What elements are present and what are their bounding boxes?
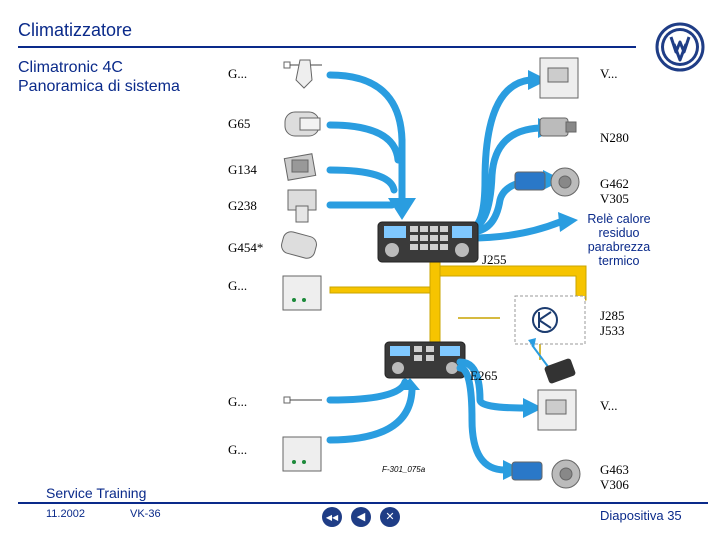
arrow-head-v-top bbox=[528, 70, 548, 90]
label-v-top: V... bbox=[600, 66, 618, 81]
volkswagen-logo bbox=[655, 22, 705, 72]
output-arrows-bottom bbox=[456, 358, 529, 474]
sensor-g-lower-icon bbox=[283, 396, 322, 404]
nav-first-button[interactable]: ◀◀ bbox=[322, 507, 342, 527]
page-title: Climatizzatore bbox=[18, 20, 133, 40]
back-icon: ◀ bbox=[356, 510, 366, 523]
label-g238: G238 bbox=[228, 198, 257, 213]
input-arrows-top bbox=[326, 71, 406, 209]
label-g454: G454* bbox=[228, 240, 264, 255]
arrow-head-e265 bbox=[398, 378, 420, 390]
diagnostic-connector bbox=[528, 338, 576, 384]
label-v-lower: V... bbox=[600, 398, 618, 413]
sensor-g-top-icon bbox=[283, 59, 322, 89]
page-subtitle: Climatronic 4C Panoramica di sistema bbox=[18, 59, 180, 95]
e265-control-unit bbox=[384, 341, 466, 379]
sensor-g-bottom-icon bbox=[282, 436, 322, 472]
arrow-head-rele bbox=[558, 212, 578, 232]
sensor-g-mid-icon bbox=[282, 275, 322, 311]
actuator-v-top-icon bbox=[539, 57, 579, 99]
sensor-g454-icon bbox=[281, 231, 317, 259]
sensor-g238-icon bbox=[287, 189, 317, 223]
footer-date: 11.2002 bbox=[46, 508, 85, 520]
figure-code: F-301_075a bbox=[382, 465, 426, 474]
label-e265: E265 bbox=[470, 368, 498, 383]
slide-number: Diapositiva 35 bbox=[600, 508, 682, 523]
arrow-head-j255 bbox=[388, 198, 416, 220]
label-g462-v305: G462 V305 bbox=[600, 176, 629, 206]
input-arrows-bottom bbox=[326, 378, 416, 444]
sensor-g65-icon bbox=[284, 111, 321, 137]
actuator-g462-icon bbox=[514, 167, 580, 197]
label-g-lower: G... bbox=[228, 394, 248, 409]
nav-back-button[interactable]: ◀ bbox=[351, 507, 371, 527]
actuator-g463-icon bbox=[511, 459, 581, 489]
label-rele: Relè calore residuo parabrezza termico bbox=[587, 212, 651, 268]
label-g-mid: G... bbox=[228, 278, 248, 293]
j285-j533-gateway bbox=[514, 295, 586, 345]
label-n280: N280 bbox=[600, 130, 629, 145]
sensor-icons bbox=[281, 59, 322, 472]
footer-code: VK-36 bbox=[130, 508, 161, 520]
label-j285-j533: J285 J533 bbox=[600, 308, 625, 338]
label-j255: J255 bbox=[482, 252, 507, 267]
label-g134: G134 bbox=[228, 162, 257, 177]
rewind-icon: ◀◀ bbox=[325, 513, 339, 522]
label-g-bottom: G... bbox=[228, 442, 248, 457]
footer-title: Service Training bbox=[46, 485, 147, 501]
label-g-top: G... bbox=[228, 66, 248, 81]
actuator-icons bbox=[511, 57, 581, 489]
footer-divider bbox=[18, 502, 708, 504]
actuator-v-lower-icon bbox=[537, 389, 577, 431]
close-icon: ✕ bbox=[385, 510, 395, 523]
actuator-n280-icon bbox=[539, 117, 577, 137]
label-g463-v306: G463 V306 bbox=[600, 462, 629, 492]
j255-control-unit bbox=[377, 221, 479, 263]
output-arrows-top bbox=[466, 76, 564, 242]
nav-close-button[interactable]: ✕ bbox=[380, 507, 400, 527]
label-g65: G65 bbox=[228, 116, 251, 131]
sensor-g134-icon bbox=[283, 153, 317, 181]
arrow-head-v-lower bbox=[523, 398, 543, 418]
header-divider bbox=[18, 46, 636, 48]
